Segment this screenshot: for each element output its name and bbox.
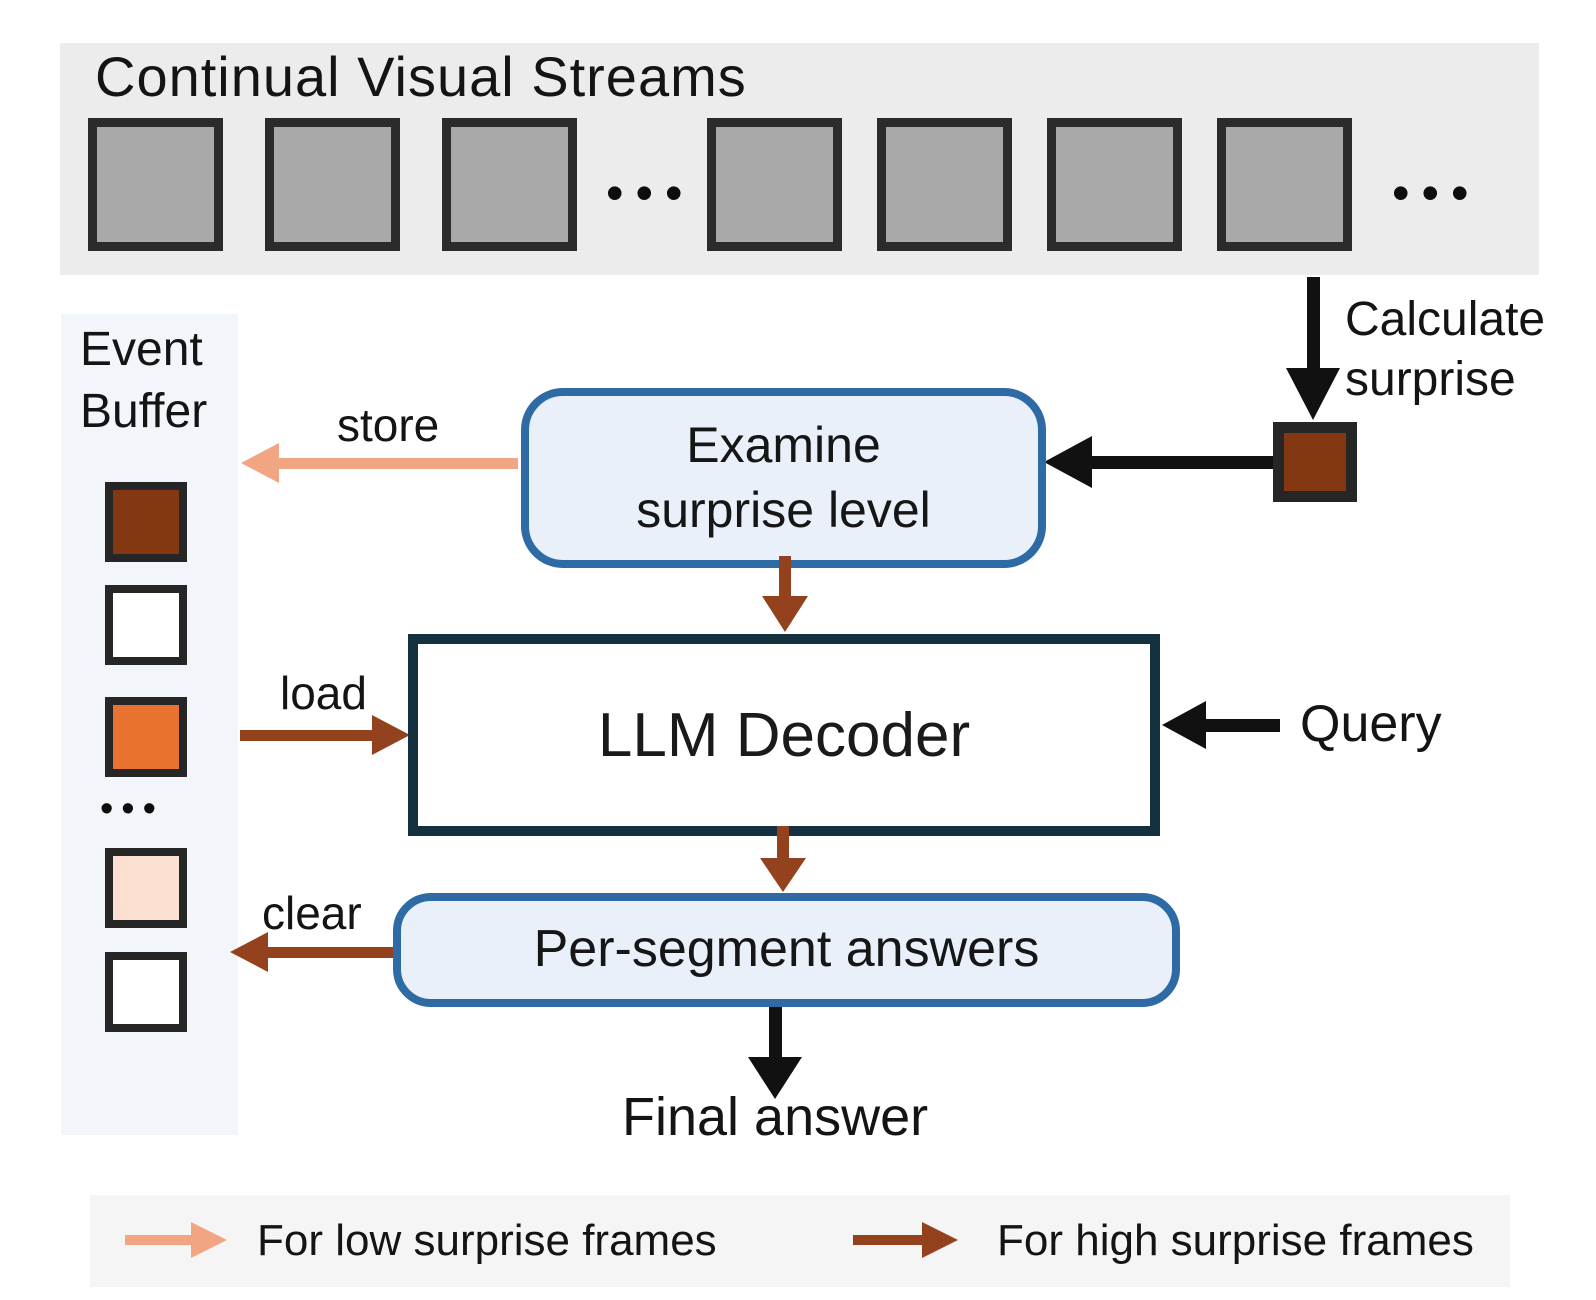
- video-frame: [88, 118, 223, 251]
- llm-decoder-label: LLM Decoder: [597, 700, 971, 770]
- llm-decoder-node: LLM Decoder: [408, 634, 1160, 836]
- per-segment-answers-label: Per-segment answers: [533, 920, 1040, 979]
- video-frame: [877, 118, 1012, 251]
- per-segment-answers-node: Per-segment answers: [393, 893, 1180, 1007]
- buffer-ellipsis-icon: •••: [100, 788, 164, 830]
- load-label: load: [280, 667, 367, 719]
- stream-panel-title: Continual Visual Streams: [95, 45, 747, 108]
- legend-high-label: For high surprise frames: [997, 1216, 1474, 1265]
- store-label: store: [337, 399, 440, 451]
- video-frame: [1217, 118, 1352, 251]
- video-frame: [1047, 118, 1182, 251]
- stream-ellipsis-end-icon: •••: [1392, 165, 1481, 221]
- video-frame: [442, 118, 577, 251]
- buffer-slot-square: [105, 585, 187, 665]
- legend-panel: [90, 1195, 1510, 1287]
- examine-node-line1: Examine: [686, 417, 881, 473]
- event-buffer-title-line1: Event: [80, 323, 203, 376]
- query-label: Query: [1300, 695, 1442, 753]
- stream-ellipsis-icon: •••: [606, 165, 695, 221]
- buffer-slot-square: [105, 697, 187, 777]
- clear-label: clear: [262, 887, 362, 939]
- calculate-surprise-label: Calculate surprise: [1345, 293, 1546, 406]
- buffer-slot-square: [105, 848, 187, 928]
- buffer-slot-square: [105, 482, 187, 562]
- examine-surprise-node: Examine surprise level: [521, 388, 1046, 568]
- final-answer-label: Final answer: [622, 1087, 929, 1147]
- examine-node-line2: surprise level: [636, 482, 931, 538]
- event-buffer-title-line2: Buffer: [80, 385, 208, 438]
- video-frame: [707, 118, 842, 251]
- legend-low-label: For low surprise frames: [257, 1216, 717, 1265]
- video-frame: [265, 118, 400, 251]
- surprise-frame-square: [1273, 422, 1357, 502]
- buffer-slot-square: [105, 952, 187, 1032]
